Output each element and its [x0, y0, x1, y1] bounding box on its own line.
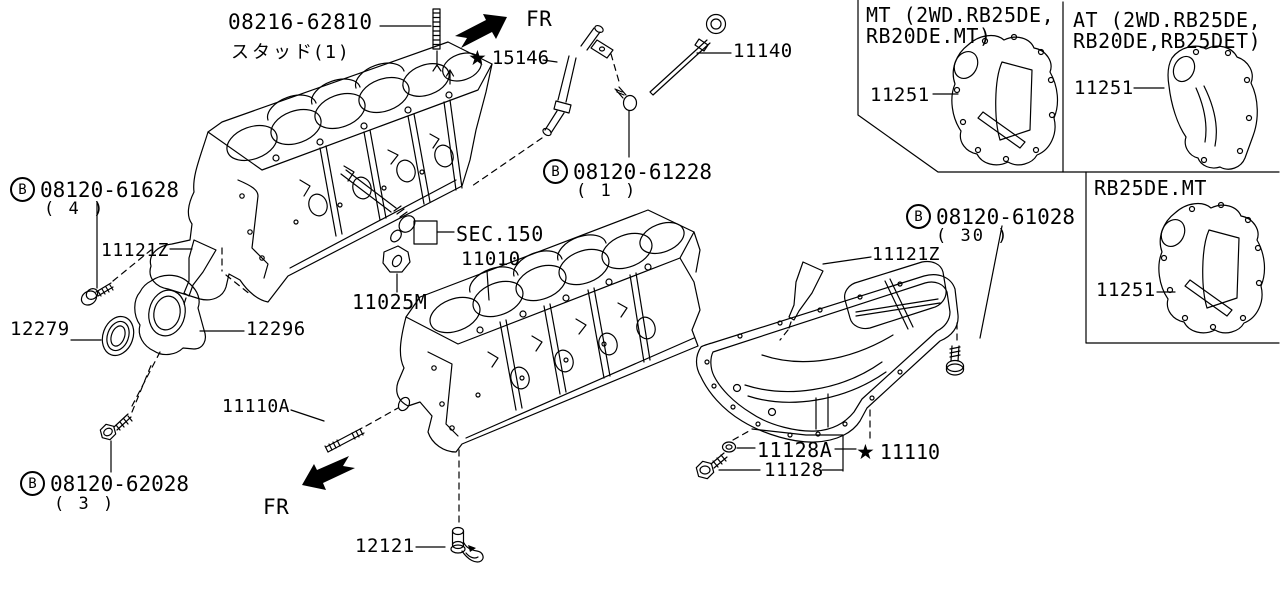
part-number-11110-text: 11110 — [879, 440, 941, 464]
part-number-15146: ★15146 — [468, 47, 549, 69]
leader-lines — [70, 25, 1176, 548]
oil-seal-drawing — [101, 315, 135, 357]
star-icon: ★ — [468, 45, 487, 70]
oil-jet-drawing — [450, 526, 484, 563]
part-number-11128a: 11128A — [757, 438, 833, 462]
part-number-11025m: 11025M — [352, 290, 428, 314]
baffle-part-drawing — [382, 245, 411, 273]
bolt-badge-icon: B — [10, 177, 35, 202]
inset-at-title-line2: RB20DE,RB25DET) — [1073, 29, 1262, 53]
part-number-11140: 11140 — [733, 40, 793, 62]
part-number-12279: 12279 — [10, 318, 70, 340]
qty-08120-61628: ( 4 ) — [44, 199, 106, 219]
sealant-tube-pan-drawing — [788, 261, 824, 329]
part-number-11121z-front: 11121Z — [101, 240, 170, 261]
part-number-11110: ★11110 — [856, 440, 940, 464]
qty-08120-61228: ( 1 ) — [576, 181, 638, 201]
part-number-12121: 12121 — [355, 535, 415, 557]
pan-stud-drawing — [324, 396, 411, 453]
rear-plate-at-drawing — [1167, 45, 1258, 170]
front-cover-bolt-drawing — [80, 282, 114, 306]
fr-arrows — [302, 14, 507, 552]
part-number-stud: 08216-62810 — [228, 10, 373, 34]
hidden-lines — [112, 53, 958, 527]
gauge-guide-tube-drawing — [542, 24, 614, 137]
part-number-11110a: 11110A — [222, 396, 291, 417]
seal-retainer-drawing — [134, 274, 206, 356]
rear-plate-rb25-drawing — [1156, 201, 1266, 334]
part-number-11010: 11010 — [461, 248, 521, 270]
cylinder-block-main-drawing — [396, 209, 701, 453]
bolt-badge-icon: B — [543, 159, 568, 184]
part-number-11128: 11128 — [764, 459, 824, 481]
sec-150-reference: SEC.150 — [456, 222, 544, 246]
sealant-tube-front-drawing — [183, 239, 217, 305]
stud-note-jp: スタッド(1) — [231, 42, 350, 63]
qty-08120-62028: ( 3 ) — [54, 494, 116, 514]
pan-bolt-drawing — [945, 345, 965, 376]
inset-mt-part-11251: 11251 — [870, 84, 930, 106]
qty-08120-61028: ( 30 ) — [936, 226, 1010, 246]
part-number-08120-62028-text: 08120-62028 — [50, 471, 190, 496]
part-number-08120-61628-text: 08120-61628 — [40, 177, 180, 202]
fr-front-label: FR — [526, 7, 553, 31]
oil-jet-pointer — [468, 545, 476, 552]
inset-mt-title-line2: RB20DE.MT) — [866, 24, 992, 48]
rear-arrow-icon — [302, 456, 355, 490]
part-number-15146-text: 15146 — [491, 47, 550, 69]
level-gauge-drawing — [649, 13, 727, 96]
front-arrow-icon — [455, 14, 507, 48]
bolt-badge-icon: B — [906, 204, 931, 229]
rear-plate-mt-drawing — [951, 33, 1059, 166]
inset-at-part-11251: 11251 — [1074, 77, 1134, 99]
part-number-08120-61228-text: 08120-61228 — [573, 159, 713, 184]
inset-rb25-part-11251: 11251 — [1096, 279, 1156, 301]
stud-top-drawing — [432, 8, 455, 85]
inset-mt-title-line1: MT (2WD.RB25DE, — [866, 3, 1055, 27]
bolt-badge-icon: B — [20, 471, 45, 496]
part-number-08120-61028-text: 08120-61028 — [936, 204, 1076, 229]
cylinder-block-upper-drawing — [149, 41, 493, 303]
part-number-11121z-pan: 11121Z — [872, 244, 941, 265]
inset-rb25-title: RB25DE.MT — [1094, 176, 1207, 200]
part-number-12296: 12296 — [246, 318, 306, 340]
inset-at-title-line1: AT (2WD.RB25DE, — [1073, 8, 1262, 32]
guide-bolt-drawing — [614, 86, 638, 112]
fr-rear-label: FR — [263, 495, 290, 519]
drain-plug-drawing — [695, 441, 737, 480]
rear-bolt-drawing — [99, 413, 133, 441]
oil-pan-drawing — [695, 260, 959, 443]
star-icon: ★ — [856, 439, 875, 464]
inset-box-borders — [857, 0, 1280, 344]
pump-spindle-drawing — [340, 169, 438, 245]
